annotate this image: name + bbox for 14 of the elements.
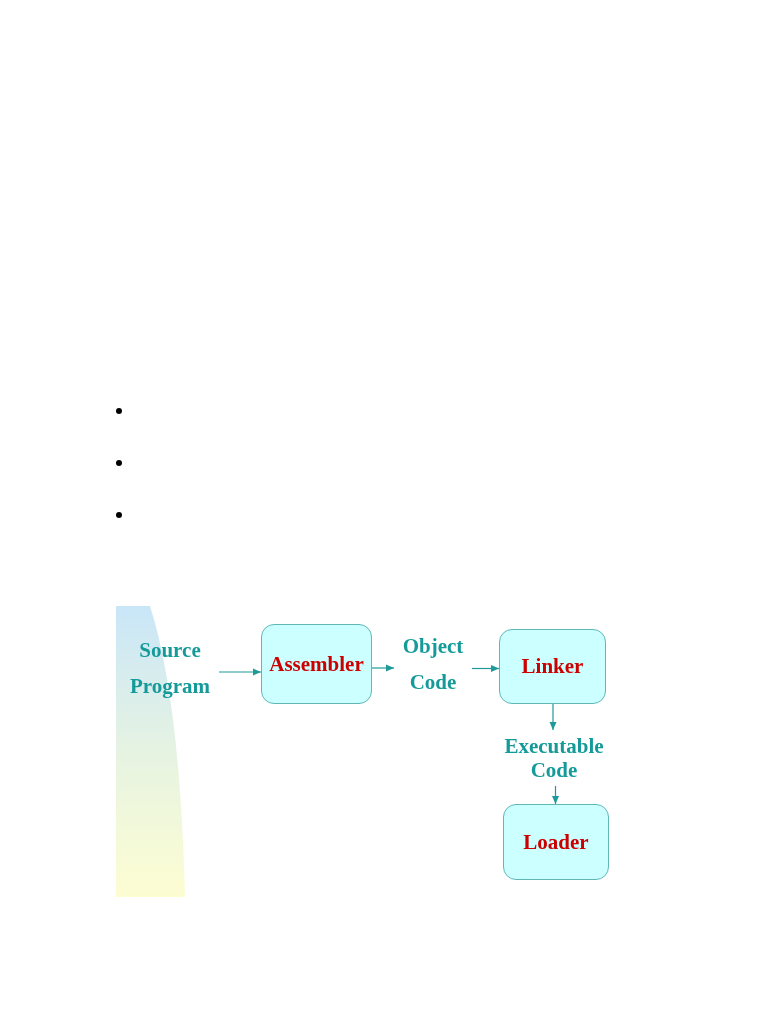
process-box: [261, 624, 372, 704]
arrow: [218, 668, 262, 676]
arrow: [371, 664, 395, 672]
process-box: [503, 804, 609, 880]
arrow: [471, 665, 500, 672]
flow-label: Source Program: [125, 632, 215, 704]
box-label: Linker: [521, 654, 584, 679]
process-box: [499, 629, 606, 704]
box-label: Loader: [523, 829, 589, 855]
box-label: Assembler: [269, 651, 364, 677]
arrow: [552, 785, 559, 805]
arrow: [549, 703, 557, 731]
flow-label: Executable Code: [500, 734, 608, 782]
flow-label: Object Code: [398, 628, 468, 700]
